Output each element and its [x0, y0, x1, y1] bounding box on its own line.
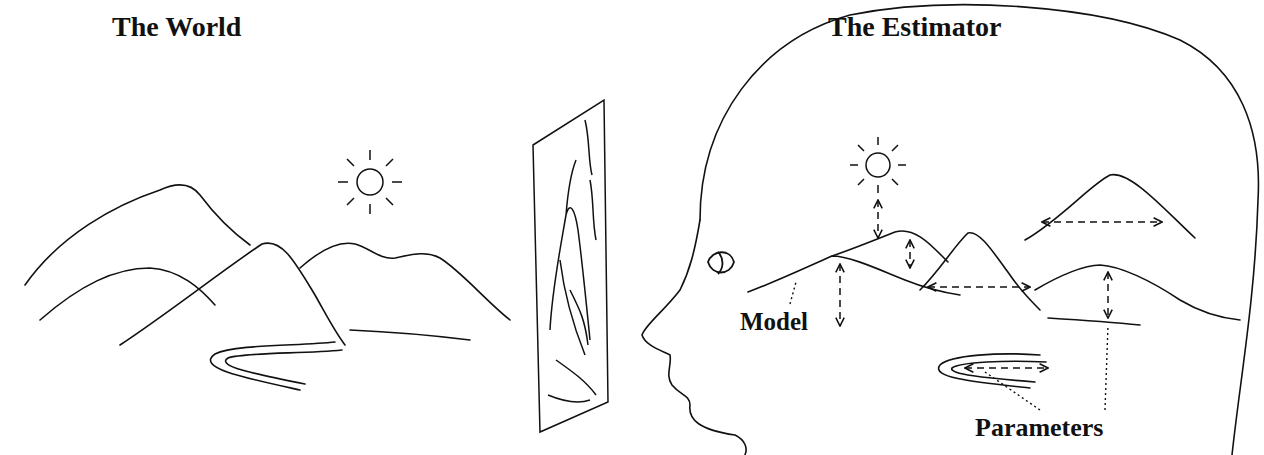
- drawing-stroke: [909, 240, 911, 268]
- panel-title: The World: [112, 12, 241, 43]
- drawing-stroke: [533, 100, 608, 432]
- drawing-stroke: [952, 361, 1046, 382]
- drawing-stroke: [832, 231, 948, 262]
- world-sun: [338, 150, 402, 214]
- drawing-stroke: [790, 282, 796, 304]
- drawing-stroke: [839, 264, 841, 326]
- drawing-stroke: [642, 220, 746, 455]
- panel-title: The Estimator: [828, 12, 1001, 43]
- drawing-stroke: [850, 137, 906, 193]
- head-outline: [642, 5, 1258, 455]
- drawing-stroke: [928, 286, 1030, 288]
- model-sun: [850, 137, 906, 193]
- callout-label: Model: [740, 308, 808, 336]
- drawing-stroke: [877, 200, 879, 238]
- drawing-stroke: [40, 268, 215, 320]
- drawing-stroke: [965, 367, 1048, 369]
- drawing-stroke: [1042, 221, 1162, 223]
- drawing-stroke: [350, 330, 470, 340]
- image-plane: [533, 100, 608, 432]
- drawing-stroke: [548, 120, 596, 402]
- drawing-stroke: [338, 150, 402, 214]
- drawing-stroke: [226, 350, 342, 384]
- drawing-stroke: [300, 243, 510, 320]
- drawing-stroke: [1048, 318, 1140, 325]
- drawing-stroke: [985, 372, 1040, 410]
- drawing-stroke: [357, 169, 383, 195]
- drawing-stroke: [700, 5, 1258, 455]
- drawing-stroke: [748, 256, 960, 295]
- eye-symbol: [708, 252, 734, 274]
- parameter-arrows: [840, 200, 1162, 368]
- drawing-stroke: [1025, 175, 1195, 240]
- model-landscape: [748, 175, 1240, 388]
- drawing-stroke: [920, 233, 1040, 310]
- leader-lines: [790, 282, 1108, 410]
- world-landscape: [25, 185, 510, 390]
- drawing-stroke: [1035, 265, 1240, 320]
- callout-label: Parameters: [975, 414, 1103, 443]
- drawing-stroke: [25, 185, 250, 285]
- drawing-stroke: [1105, 325, 1108, 410]
- drawing-stroke: [718, 252, 723, 274]
- drawing-stroke: [1107, 272, 1109, 318]
- drawing-stroke: [866, 153, 890, 177]
